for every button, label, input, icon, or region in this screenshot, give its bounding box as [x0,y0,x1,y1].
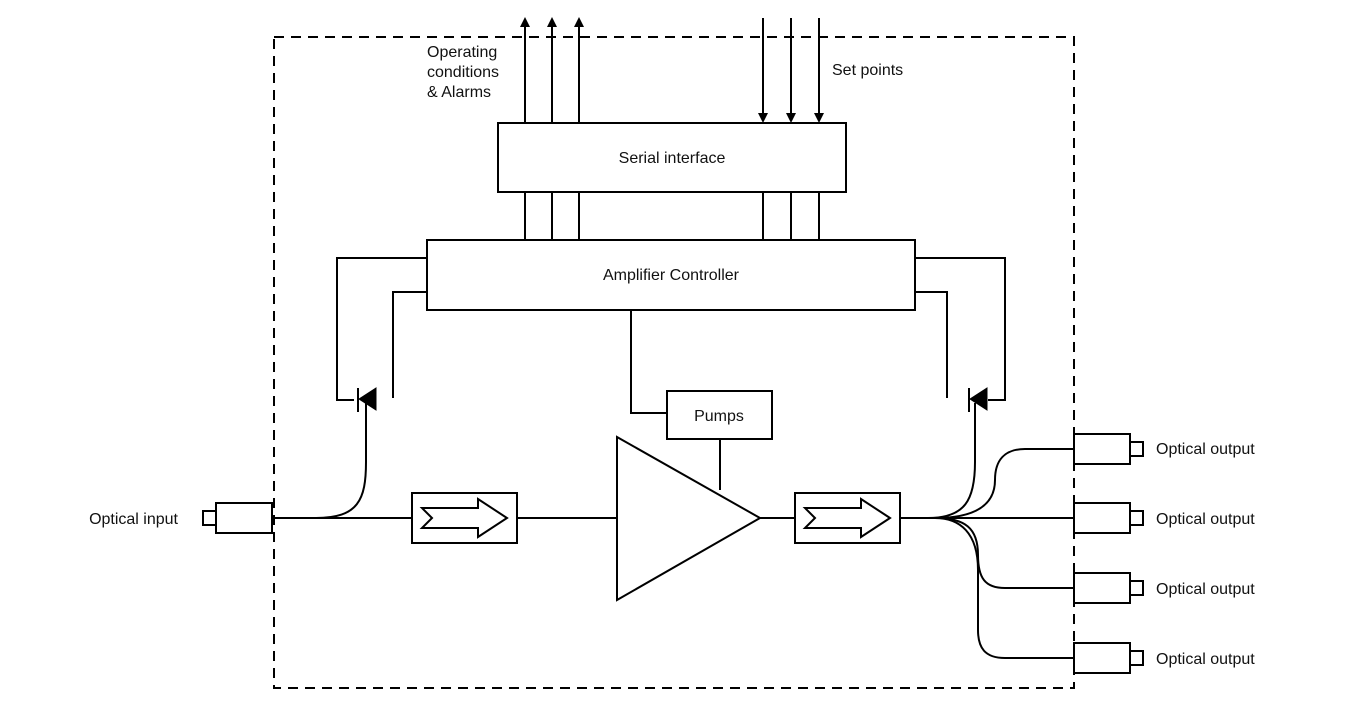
output-connector-icon-3 [1073,572,1144,604]
operating-conditions-label-line2: conditions [427,64,499,81]
optical-output-label-1: Optical output [1156,441,1255,458]
output-photodiode-icon [968,387,988,412]
optical-input-label: Optical input [89,511,178,528]
optical-output-label-4: Optical output [1156,651,1255,668]
input-isolator-icon [411,492,518,544]
set-point-input-lines [758,18,824,240]
input-photodiode-icon [357,387,377,412]
input-connector-icon [202,502,273,534]
operating-conditions-label-line1: Operating [427,44,497,61]
optical-output-label-3: Optical output [1156,581,1255,598]
feedback-lines [336,257,1006,414]
pumps-box [666,390,773,440]
operating-conditions-label-line3: & Alarms [427,84,491,101]
output-connector-icon-4 [1073,642,1144,674]
set-points-label: Set points [832,62,903,79]
amplifier-controller-label: Amplifier Controller [603,267,740,284]
serial-interface-label: Serial interface [619,150,726,167]
amplifier-controller-box [426,239,916,311]
pumps-label: Pumps [694,408,744,425]
serial-interface-box [497,122,847,193]
optical-output-label-2: Optical output [1156,511,1255,528]
module-boundary [273,36,1075,689]
output-isolator-icon [794,492,901,544]
output-connector-icon-1 [1073,433,1144,465]
output-splitter-branches [934,448,1074,659]
output-connector-icon-2 [1073,502,1144,534]
amplifier-triangle-icon [616,435,763,602]
